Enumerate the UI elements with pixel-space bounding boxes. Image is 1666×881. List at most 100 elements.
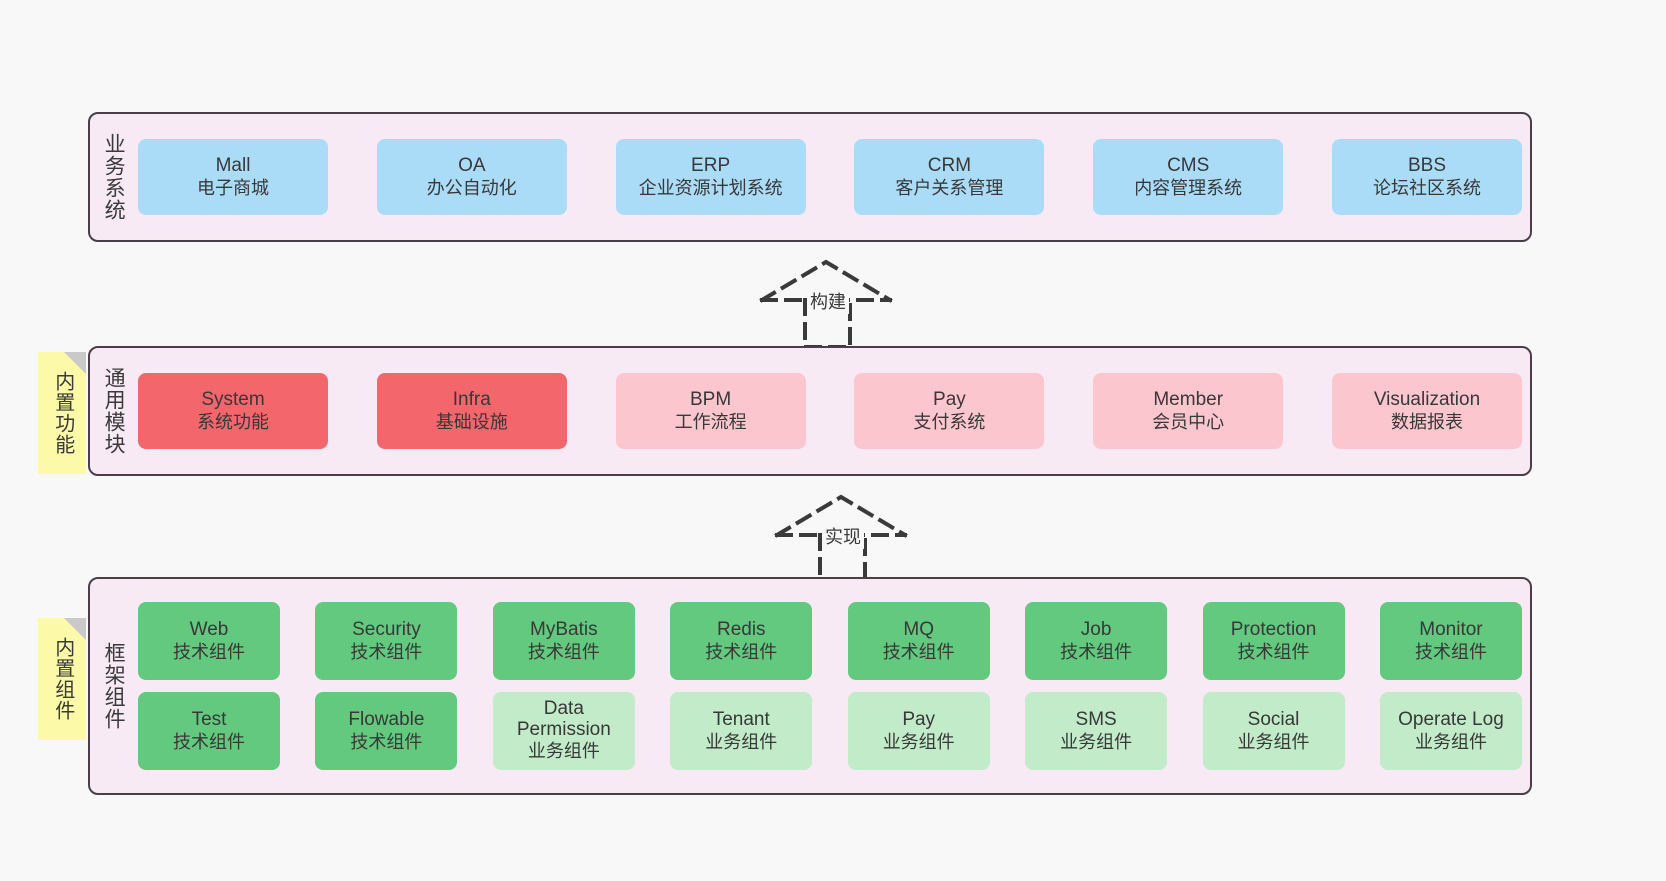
node-subtitle: 业务组件 [527, 740, 600, 761]
connector-build-label: 构建 [807, 288, 849, 314]
node-subtitle: 技术组件 [173, 641, 245, 662]
node-row: Test 技术组件 Flowable 技术组件 Data Permission … [138, 692, 1522, 770]
node-row: System 系统功能 Infra 基础设施 BPM 工作流程 Pay 支付系统… [138, 373, 1522, 449]
node-title: Mall [215, 155, 251, 177]
layer-business: 业务系统 Mall 电子商城 OA 办公自动化 ERP 企业资源计划系统 CRM… [88, 112, 1532, 242]
node-operate-log[interactable]: Operate Log 业务组件 [1379, 692, 1522, 770]
node-pay[interactable]: Pay 支付系统 [854, 373, 1045, 449]
note-builtin-components: 内置组件 [38, 618, 86, 740]
note-label: 内置功能 [51, 371, 74, 455]
node-erp[interactable]: ERP 企业资源计划系统 [615, 139, 806, 215]
node-redis[interactable]: Redis 技术组件 [670, 602, 813, 680]
node-mybatis[interactable]: MyBatis 技术组件 [492, 602, 635, 680]
node-mq[interactable]: MQ 技术组件 [847, 602, 990, 680]
node-title: Job [1080, 619, 1112, 641]
node-title: Test [191, 709, 227, 731]
node-flowable[interactable]: Flowable 技术组件 [315, 692, 458, 770]
layer-title-business: 业务系统 [102, 133, 126, 221]
node-subtitle: 论坛社区系统 [1372, 177, 1481, 198]
connector-implement: 实现 [755, 487, 955, 597]
node-title: Operate Log [1398, 709, 1504, 731]
note-fold-corner [64, 618, 86, 640]
node-subtitle: 企业资源计划系统 [638, 177, 783, 198]
node-title: ERP [691, 155, 731, 177]
node-row: Web 技术组件 Security 技术组件 MyBatis 技术组件 Redi… [138, 602, 1522, 680]
node-title: System [201, 389, 265, 411]
connector-implement-label: 实现 [822, 523, 864, 549]
node-crm[interactable]: CRM 客户关系管理 [854, 139, 1045, 215]
node-subtitle: 支付系统 [913, 411, 986, 432]
node-subtitle: 技术组件 [350, 731, 423, 752]
node-pay-component[interactable]: Pay 业务组件 [847, 692, 990, 770]
node-subtitle: 电子商城 [197, 177, 269, 198]
node-subtitle: 业务组件 [1414, 731, 1487, 752]
node-subtitle: 技术组件 [173, 731, 245, 752]
node-title: Flowable [348, 709, 425, 731]
layer-body-common: System 系统功能 Infra 基础设施 BPM 工作流程 Pay 支付系统… [136, 348, 1530, 474]
node-title: Security [352, 619, 421, 641]
node-title: Infra [452, 389, 491, 411]
layer-common: 通用模块 System 系统功能 Infra 基础设施 BPM 工作流程 Pay… [88, 346, 1532, 476]
node-title: Protection [1230, 619, 1317, 641]
note-label: 内置组件 [51, 637, 74, 721]
node-title: Social [1247, 709, 1300, 731]
node-mall[interactable]: Mall 电子商城 [138, 139, 328, 215]
node-subtitle: 业务组件 [705, 731, 778, 752]
node-subtitle: 业务组件 [882, 731, 955, 752]
node-subtitle: 技术组件 [1414, 641, 1487, 662]
node-title: Monitor [1419, 619, 1483, 641]
node-row: Mall 电子商城 OA 办公自动化 ERP 企业资源计划系统 CRM 客户关系… [138, 139, 1522, 215]
node-system[interactable]: System 系统功能 [138, 373, 328, 449]
node-web[interactable]: Web 技术组件 [138, 602, 280, 680]
node-subtitle: 技术组件 [350, 641, 423, 662]
node-cms[interactable]: CMS 内容管理系统 [1093, 139, 1284, 215]
node-title: MQ [903, 619, 934, 641]
node-subtitle: 办公自动化 [426, 177, 517, 198]
node-subtitle: 内容管理系统 [1134, 177, 1243, 198]
node-subtitle: 系统功能 [197, 411, 269, 432]
layer-title-common: 通用模块 [102, 367, 126, 455]
node-title: SMS [1075, 709, 1117, 731]
note-builtin-features: 内置功能 [38, 352, 86, 474]
node-monitor[interactable]: Monitor 技术组件 [1379, 602, 1522, 680]
layer-title-framework: 框架组件 [102, 642, 126, 730]
layer-body-business: Mall 电子商城 OA 办公自动化 ERP 企业资源计划系统 CRM 客户关系… [136, 114, 1530, 240]
node-title: Pay [933, 389, 966, 411]
node-title: Web [189, 619, 229, 641]
node-security[interactable]: Security 技术组件 [315, 602, 458, 680]
node-subtitle: 技术组件 [1060, 641, 1133, 662]
node-subtitle: 业务组件 [1060, 731, 1133, 752]
node-subtitle: 技术组件 [705, 641, 778, 662]
node-title: Redis [716, 619, 766, 641]
node-protection[interactable]: Protection 技术组件 [1202, 602, 1345, 680]
node-subtitle: 会员中心 [1152, 411, 1225, 432]
node-subtitle: 工作流程 [674, 411, 747, 432]
node-subtitle: 技术组件 [882, 641, 955, 662]
node-test[interactable]: Test 技术组件 [138, 692, 280, 770]
node-data-permission[interactable]: Data Permission 业务组件 [492, 692, 635, 770]
node-title: OA [458, 155, 486, 177]
node-bpm[interactable]: BPM 工作流程 [615, 373, 806, 449]
node-bbs[interactable]: BBS 论坛社区系统 [1331, 139, 1522, 215]
node-job[interactable]: Job 技术组件 [1025, 602, 1168, 680]
layer-body-framework: Web 技术组件 Security 技术组件 MyBatis 技术组件 Redi… [136, 579, 1530, 793]
node-tenant[interactable]: Tenant 业务组件 [670, 692, 813, 770]
node-subtitle: 技术组件 [527, 641, 600, 662]
node-social[interactable]: Social 业务组件 [1202, 692, 1345, 770]
node-visualization[interactable]: Visualization 数据报表 [1331, 373, 1522, 449]
node-subtitle: 客户关系管理 [895, 177, 1004, 198]
node-title: BBS [1407, 155, 1446, 177]
node-title: Pay [902, 709, 936, 731]
node-title: Visualization [1373, 389, 1481, 411]
node-oa[interactable]: OA 办公自动化 [376, 139, 567, 215]
node-title: BPM [690, 389, 732, 411]
node-title: Member [1153, 389, 1224, 411]
node-member[interactable]: Member 会员中心 [1093, 373, 1284, 449]
note-fold-corner [64, 352, 86, 374]
node-title: CRM [927, 155, 972, 177]
node-title: MyBatis [530, 619, 598, 641]
node-title: Data Permission [516, 698, 611, 741]
node-sms[interactable]: SMS 业务组件 [1025, 692, 1168, 770]
node-infra[interactable]: Infra 基础设施 [376, 373, 567, 449]
